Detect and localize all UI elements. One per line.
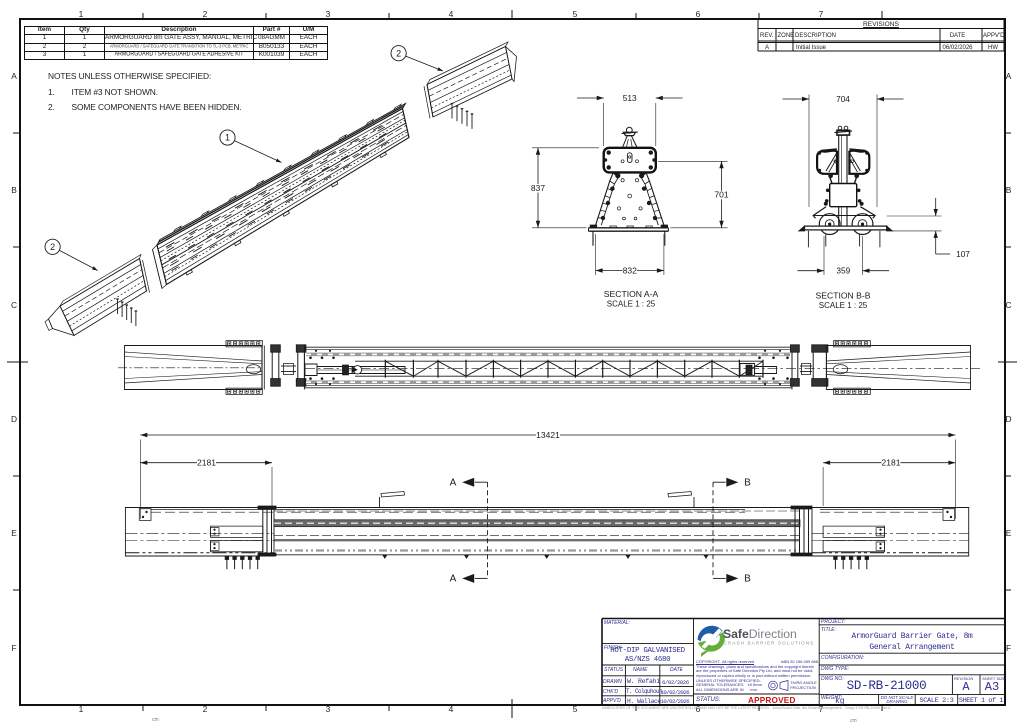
svg-text:704: 704 xyxy=(836,94,850,104)
svg-text:B: B xyxy=(744,478,751,489)
svg-text:CRASH BARRIER SOLUTIONS: CRASH BARRIER SOLUTIONS xyxy=(724,641,815,646)
svg-text:701: 701 xyxy=(714,190,728,200)
svg-text:SECTION A-A: SECTION A-A xyxy=(604,289,659,299)
svg-text:SCALE 1 : 25: SCALE 1 : 25 xyxy=(607,300,656,309)
svg-text:2181: 2181 xyxy=(882,458,901,468)
svg-text:A: A xyxy=(450,574,457,585)
svg-text:2: 2 xyxy=(50,242,55,252)
svg-text:A: A xyxy=(450,478,457,489)
svg-text:107: 107 xyxy=(956,249,970,259)
svg-text:837: 837 xyxy=(531,183,545,193)
svg-text:2: 2 xyxy=(396,48,401,58)
svg-text:SECTION B-B: SECTION B-B xyxy=(816,291,871,301)
svg-text:SCALE 1 : 25: SCALE 1 : 25 xyxy=(819,301,868,310)
svg-text:832: 832 xyxy=(623,266,637,276)
svg-text:359: 359 xyxy=(836,266,850,276)
svg-text:SafeDirection: SafeDirection xyxy=(723,627,797,641)
svg-text:1: 1 xyxy=(225,133,230,143)
svg-text:2181: 2181 xyxy=(197,458,216,468)
svg-text:B: B xyxy=(744,574,751,585)
svg-text:513: 513 xyxy=(623,93,637,103)
svg-text:13421: 13421 xyxy=(536,430,560,440)
